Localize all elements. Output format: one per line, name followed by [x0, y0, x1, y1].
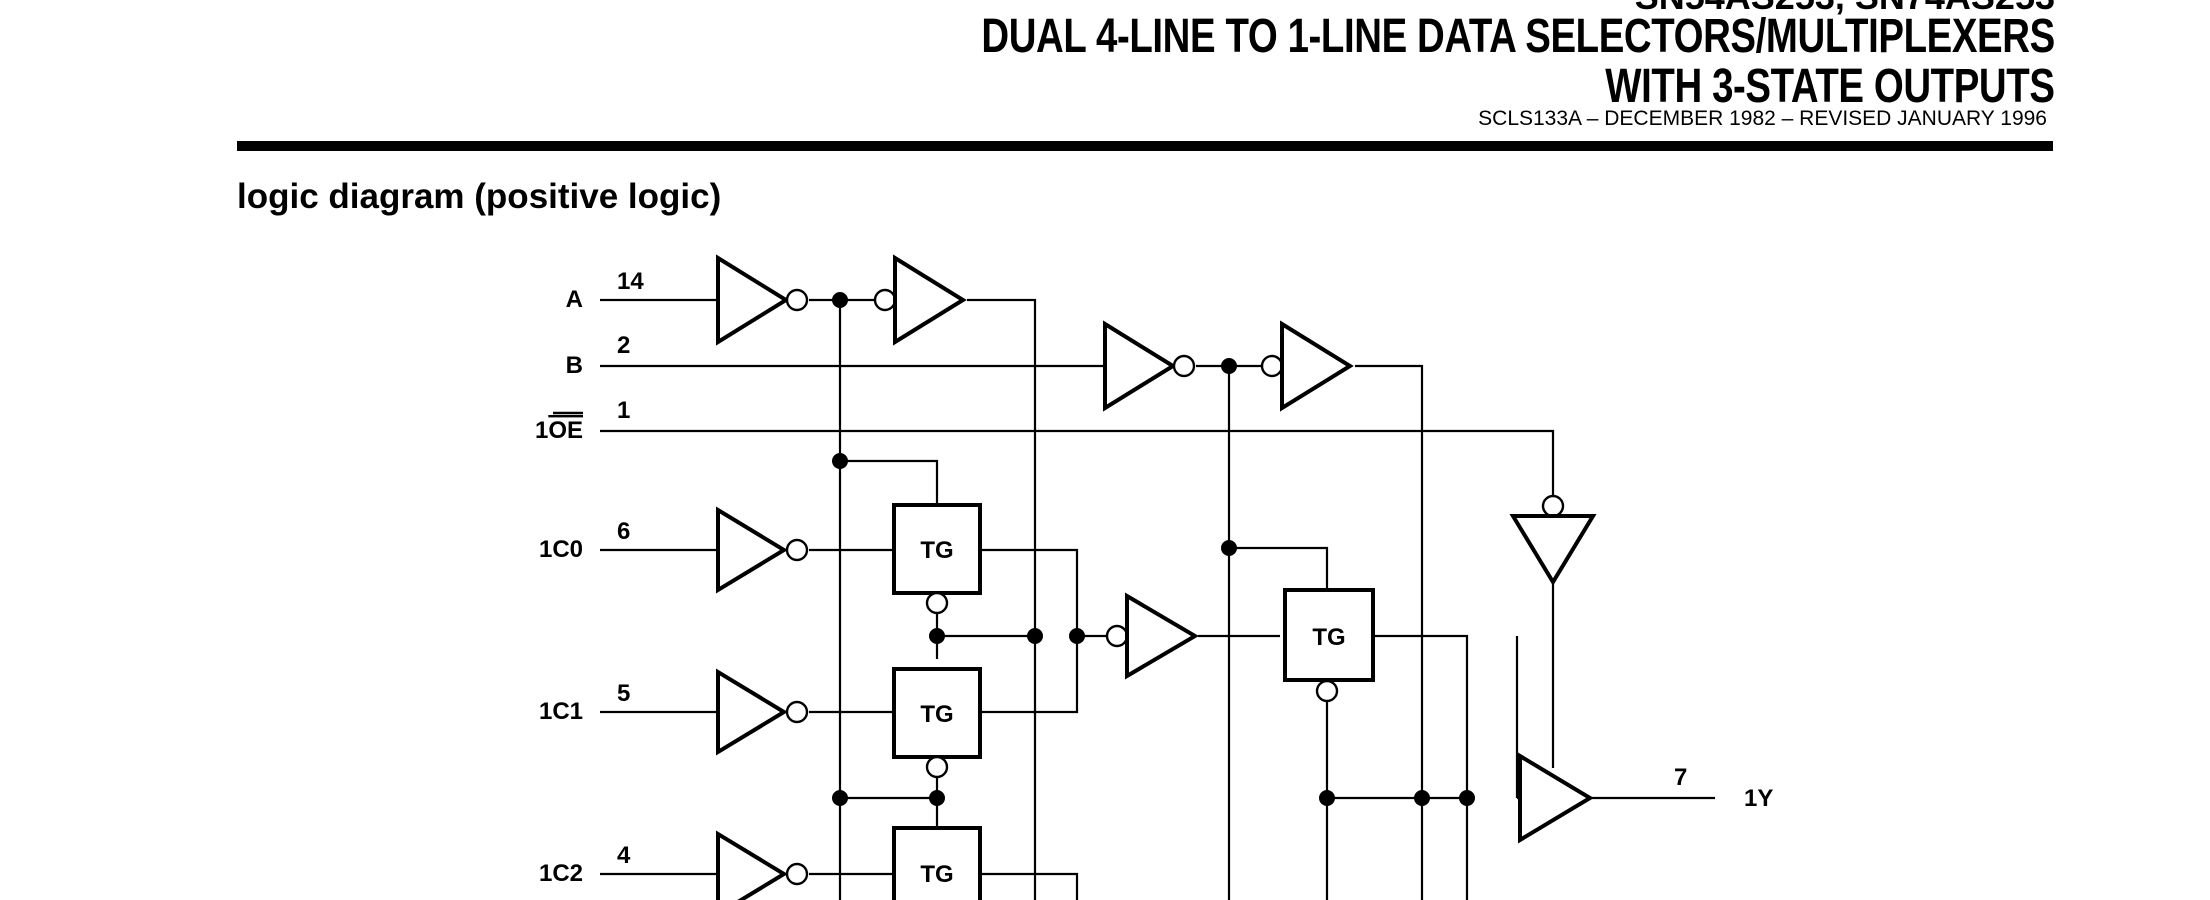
wire-oe	[600, 429, 1555, 496]
inverter-b	[1103, 320, 1177, 412]
inverter-1c2	[716, 830, 788, 900]
inverter-1c0	[716, 506, 788, 594]
input-label-b: B	[566, 352, 583, 379]
tg-1-label: TG	[920, 701, 953, 728]
header-partial-title: SN54AS253, SN74AS253	[1635, 0, 2055, 18]
input-label-1oe-overline: OE	[548, 417, 583, 444]
document-id: SCLS133A – DECEMBER 1982 – REVISED JANUA…	[1478, 107, 2047, 130]
input-label-1oe: 1OE	[535, 417, 583, 444]
pin-number-1c0: 6	[617, 518, 630, 545]
inverter-oe	[1509, 514, 1597, 586]
inverter-1c1	[716, 668, 788, 756]
wire-a-true	[967, 298, 1037, 900]
output-buffer	[1518, 752, 1594, 844]
section-title: logic diagram (positive logic)	[237, 177, 722, 216]
input-label-1oe-prefix: 1	[535, 417, 548, 444]
buffer-a	[893, 254, 967, 346]
input-label-1c1: 1C1	[539, 698, 583, 725]
pin-number-1c2: 4	[617, 842, 631, 869]
pin-number-1oe: 1	[617, 397, 630, 424]
gates	[716, 254, 1597, 900]
header-title-line1: DUAL 4-LINE TO 1-LINE DATA SELECTORS/MUL…	[981, 10, 2056, 63]
pin-number-a: 14	[617, 268, 644, 295]
tg-3-label: TG	[1312, 624, 1345, 651]
input-label-1c0: 1C0	[539, 536, 583, 563]
pin-number-b: 2	[617, 332, 630, 359]
input-label-a: A	[566, 286, 583, 313]
buffer-b	[1280, 320, 1354, 412]
pin-number-1c1: 5	[617, 680, 630, 707]
wire-b-true	[1355, 364, 1424, 900]
header-rule	[237, 141, 2053, 151]
header-title-line2: WITH 3-STATE OUTPUTS	[1605, 60, 2056, 113]
tg-0-label: TG	[920, 537, 953, 564]
inverter-a	[716, 254, 790, 346]
output-label-1y: 1Y	[1744, 785, 1773, 812]
input-label-1c2: 1C2	[539, 860, 583, 887]
buffer-mid	[1125, 592, 1199, 680]
tg-2	[892, 826, 982, 900]
pin-number-1y: 7	[1674, 764, 1687, 791]
junctions	[832, 292, 1475, 806]
tg-2-label: TG	[920, 861, 953, 888]
